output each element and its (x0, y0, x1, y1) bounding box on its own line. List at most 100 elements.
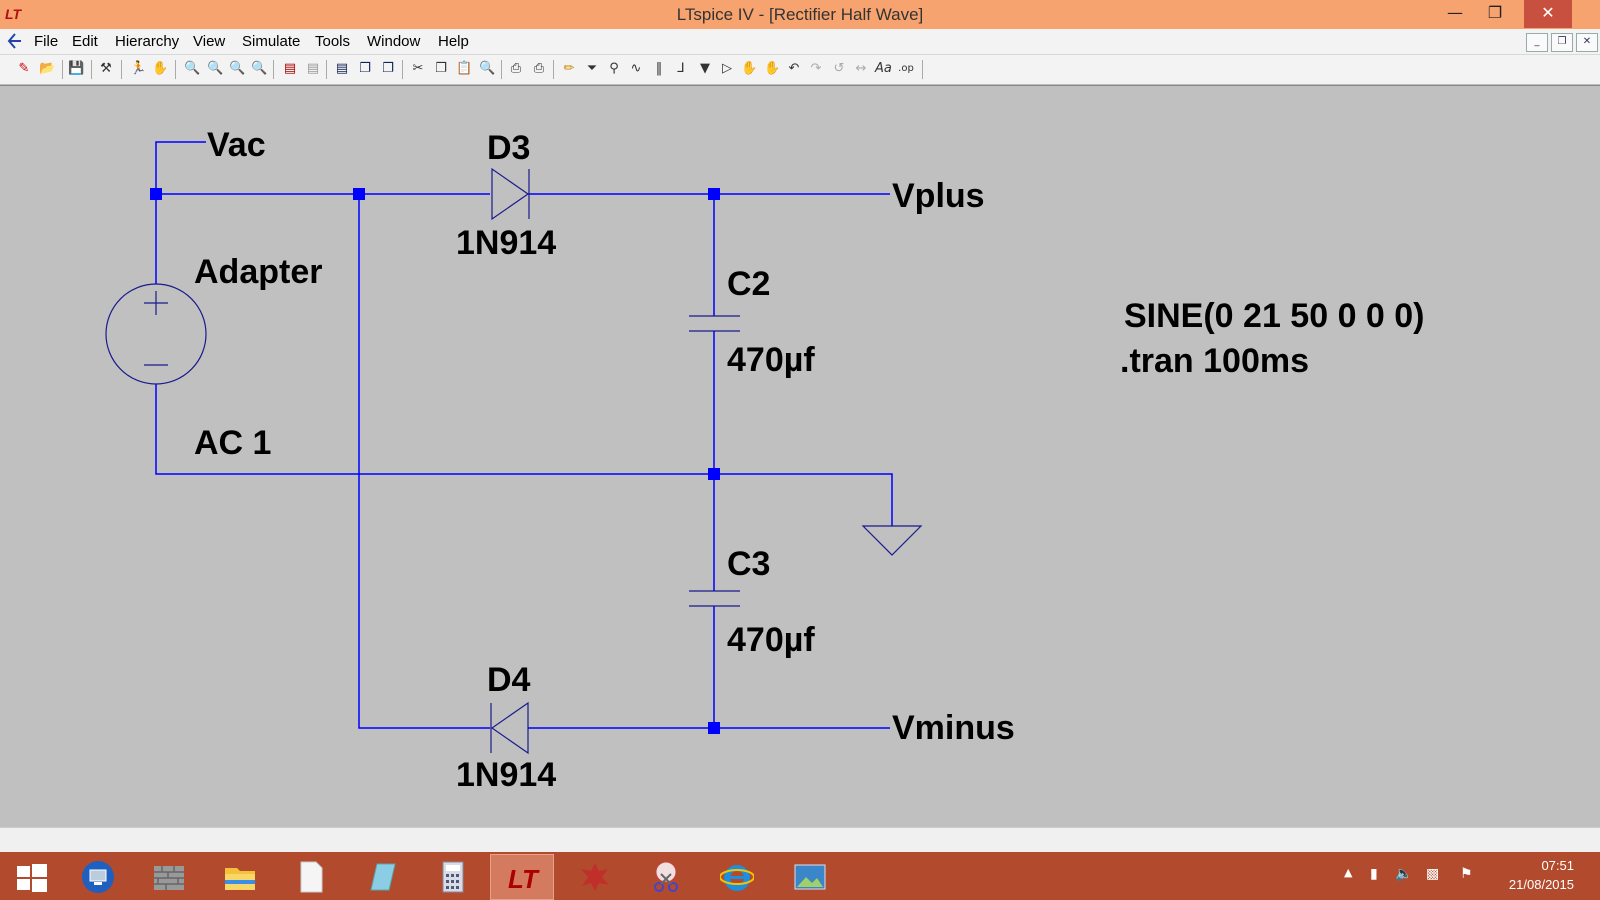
mirror-icon[interactable]: ↔ (855, 61, 867, 76)
menu-simulate[interactable]: Simulate (242, 33, 301, 50)
save-icon[interactable]: 💾 (68, 61, 85, 76)
document-icon[interactable] (5, 32, 23, 50)
taskbar-snipping-tool[interactable] (634, 854, 696, 898)
label-net-icon[interactable]: ⚲ (609, 61, 619, 76)
d3-model-label[interactable]: 1N914 (456, 224, 556, 262)
pan-icon[interactable]: 🔍 (207, 61, 224, 76)
ground-icon[interactable]: ⏷ (586, 61, 598, 76)
menu-window[interactable]: Window (367, 33, 421, 50)
open-icon[interactable]: 📂 (39, 61, 56, 76)
spice-directive-icon[interactable]: .op (898, 63, 914, 74)
find-icon[interactable]: 🔍 (479, 61, 496, 76)
grid-icon[interactable]: ▤ (306, 61, 320, 76)
voltage-source-adapter[interactable] (105, 283, 207, 385)
schematic-canvas[interactable]: Vac Vplus Vminus Adapter AC 1 D3 1N914 D… (0, 85, 1600, 828)
diode-d3[interactable] (491, 167, 530, 221)
c3-name-label[interactable]: C3 (727, 545, 770, 583)
taskbar-ltspice[interactable]: LT (490, 854, 554, 900)
resistor-icon[interactable]: ∿ (630, 61, 642, 76)
taskbar-file-explorer[interactable] (208, 854, 270, 898)
network-signal-icon[interactable]: ▩ (1426, 866, 1440, 882)
menu-view[interactable]: View (193, 33, 226, 50)
menu-edit[interactable]: Edit (72, 33, 98, 50)
source-value-label[interactable]: AC 1 (194, 424, 271, 462)
cut-icon[interactable]: ✂ (412, 61, 424, 76)
show-hidden-icons-icon[interactable]: ▲ (1344, 866, 1353, 879)
c2-value-label[interactable]: 470µf (727, 341, 815, 379)
ground-symbol[interactable] (861, 525, 923, 556)
menu-file[interactable]: File (34, 33, 59, 50)
mdi-close-button[interactable]: ✕ (1576, 33, 1598, 52)
d4-name-label[interactable]: D4 (487, 661, 531, 699)
taskbar-remote-desktop[interactable] (66, 854, 128, 898)
minimize-button[interactable]: — (1435, 0, 1475, 28)
mdi-minimize-button[interactable]: _ (1526, 33, 1548, 52)
drag-icon[interactable]: ✋ (764, 61, 781, 76)
taskbar-document[interactable] (279, 854, 341, 898)
print-icon[interactable]: ⎙ (533, 61, 545, 76)
sine-directive[interactable]: SINE(0 21 50 0 0 0) (1124, 297, 1425, 335)
junction-dot[interactable] (353, 188, 365, 200)
battery-icon[interactable]: ▮ (1370, 866, 1378, 882)
diode-d4[interactable] (490, 701, 529, 755)
start-button[interactable] (0, 854, 62, 898)
wire-vac[interactable] (155, 141, 206, 284)
print-preview-icon[interactable]: ⎙ (510, 61, 522, 76)
junction-dot[interactable] (150, 188, 162, 200)
close-button[interactable]: ✕ (1524, 0, 1572, 28)
redo-icon[interactable]: ↷ (810, 61, 822, 76)
capacitor-c2[interactable] (689, 315, 740, 332)
c2-name-label[interactable]: C2 (727, 265, 770, 303)
undo-icon[interactable]: ↶ (788, 61, 800, 76)
system-clock[interactable]: 07:51 21/08/2015 (1509, 856, 1574, 894)
new-schematic-icon[interactable]: ✎ (18, 61, 30, 76)
restore-button[interactable]: ❐ (1475, 0, 1515, 28)
junction-dot[interactable] (708, 188, 720, 200)
ltspice-app-icon[interactable]: LT (4, 4, 24, 24)
taskbar-paint[interactable] (563, 854, 625, 898)
zoom-in-icon[interactable]: 🔍 (184, 61, 201, 76)
net-label-vminus[interactable]: Vminus (892, 709, 1015, 747)
c3-value-label[interactable]: 470µf (727, 621, 815, 659)
junction-dot[interactable] (708, 468, 720, 480)
close-windows-icon[interactable]: ❐ (382, 61, 394, 76)
move-icon[interactable]: ✋ (741, 61, 758, 76)
net-label-vac[interactable]: Vac (207, 126, 266, 164)
run-icon[interactable]: 🏃 (130, 61, 147, 76)
taskbar-internet-explorer[interactable] (705, 854, 767, 898)
capacitor-icon[interactable]: ‖ (655, 61, 663, 76)
taskbar-notepad[interactable] (350, 854, 412, 898)
paste-icon[interactable]: 📋 (456, 61, 473, 76)
wire-d4-left[interactable] (358, 194, 490, 729)
junction-dot[interactable] (708, 722, 720, 734)
draw-wire-icon[interactable]: ✏ (563, 61, 575, 76)
diode-icon[interactable]: ▼ (700, 61, 710, 76)
text-icon[interactable]: Aa (875, 61, 892, 76)
source-name-label[interactable]: Adapter (194, 253, 322, 291)
taskbar-firewall[interactable] (137, 854, 199, 898)
zoom-out-icon[interactable]: 🔍 (229, 61, 246, 76)
component-icon[interactable]: ▷ (722, 61, 732, 76)
autorange-icon[interactable]: ▤ (283, 61, 297, 76)
speaker-icon[interactable]: 🔈 (1395, 866, 1413, 882)
capacitor-c3[interactable] (689, 590, 740, 607)
halt-icon[interactable]: ✋ (152, 61, 169, 76)
control-panel-icon[interactable]: ⚒ (100, 61, 112, 76)
copy-icon[interactable]: ❐ (435, 61, 447, 76)
d4-model-label[interactable]: 1N914 (456, 756, 556, 794)
tile-horizontal-icon[interactable]: ▤ (335, 61, 349, 76)
menu-help[interactable]: Help (438, 33, 469, 50)
taskbar-calculator[interactable] (421, 854, 483, 898)
net-label-vplus[interactable]: Vplus (892, 177, 985, 215)
taskbar-photos[interactable] (778, 854, 840, 898)
tran-directive[interactable]: .tran 100ms (1120, 342, 1309, 380)
wire-ground[interactable] (155, 384, 893, 526)
menu-hierarchy[interactable]: Hierarchy (115, 33, 180, 50)
menu-tools[interactable]: Tools (315, 33, 351, 50)
mdi-restore-button[interactable]: ❐ (1551, 33, 1573, 52)
rotate-icon[interactable]: ↺ (833, 61, 845, 76)
zoom-fit-icon[interactable]: 🔍 (251, 61, 268, 76)
action-center-flag-icon[interactable]: ⚑ (1460, 866, 1473, 882)
d3-name-label[interactable]: D3 (487, 129, 530, 167)
cascade-icon[interactable]: ❐ (359, 61, 371, 76)
